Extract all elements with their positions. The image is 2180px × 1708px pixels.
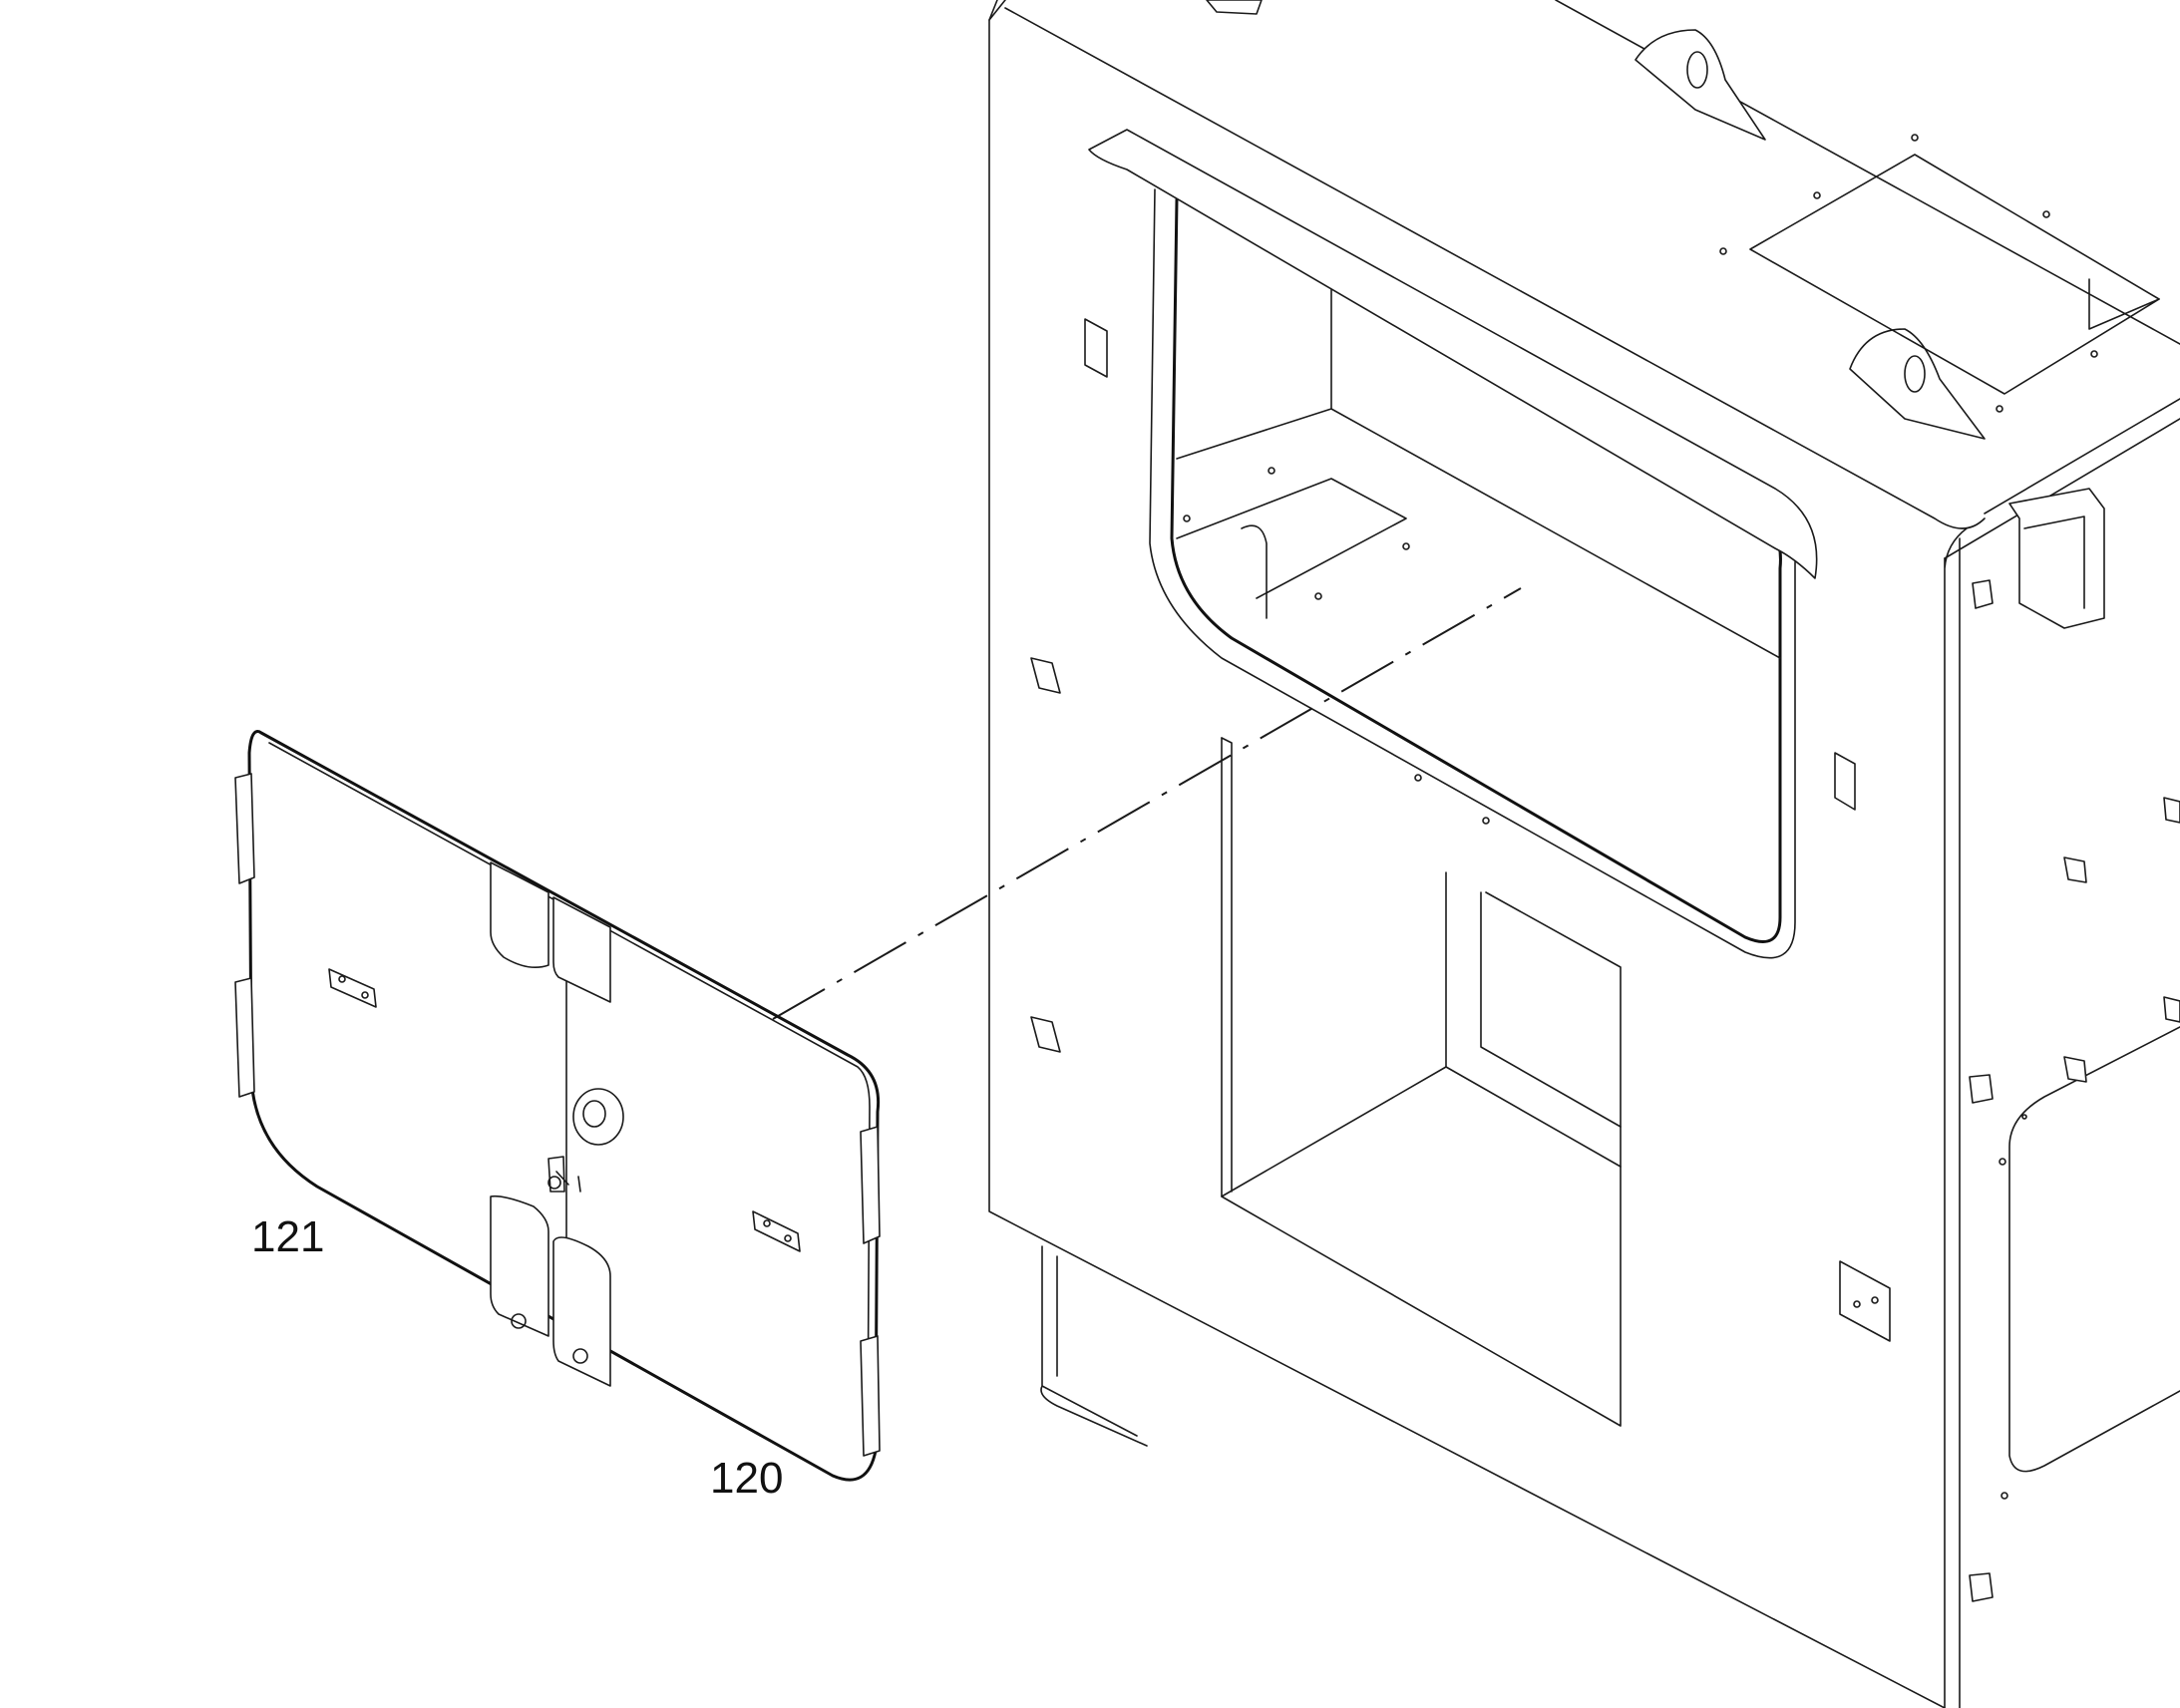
housing-skirt — [1040, 1245, 1148, 1447]
upper-window-frame — [1170, 195, 1782, 943]
lower-flap-right — [552, 1236, 611, 1387]
side-access-panel — [2008, 1026, 2180, 1473]
hinge-top-right — [860, 1126, 881, 1244]
hinge-bottom-right — [860, 1335, 881, 1457]
latch-mechanism — [547, 1156, 581, 1193]
housing-top-edge — [1004, 7, 1986, 529]
upper-flap-right — [552, 896, 611, 1003]
callout-121: 121 — [251, 1212, 324, 1261]
lifting-eye-1 — [1635, 29, 1766, 141]
mount-plate — [1839, 1260, 1891, 1342]
latch-plate-right — [752, 1210, 801, 1252]
lower-flap-left — [490, 1195, 549, 1337]
window-drip-cap — [1088, 129, 1818, 579]
nut-block-2 — [1030, 1016, 1061, 1053]
latch-plate-left — [328, 968, 377, 1008]
flap-knob-left — [511, 1313, 527, 1329]
hinge-bottom-left — [234, 977, 255, 1098]
door-panel-assembly — [234, 730, 881, 1482]
door-panel-outline — [247, 730, 881, 1482]
lock-cylinder — [572, 1088, 624, 1146]
bracket-1 — [1084, 318, 1108, 378]
lower-opening — [1221, 737, 1622, 1427]
upper-flap-left — [490, 861, 549, 968]
bracket-2 — [1834, 752, 1856, 811]
hinge-top-left — [234, 773, 255, 884]
corner-bracket — [2008, 488, 2105, 629]
assembly-centerline — [772, 587, 1522, 1020]
top-hatch — [1749, 154, 2160, 395]
machine-housing — [988, 0, 2180, 1708]
housing-corner-edge — [1944, 527, 1968, 1708]
flap-knob-right — [572, 1348, 588, 1364]
lifting-eye-2 — [1849, 328, 1986, 440]
housing-top-surface — [1944, 398, 2180, 559]
callout-120: 120 — [710, 1454, 783, 1503]
nut-block-1 — [1030, 657, 1061, 694]
housing-front-face — [988, 0, 1946, 1708]
